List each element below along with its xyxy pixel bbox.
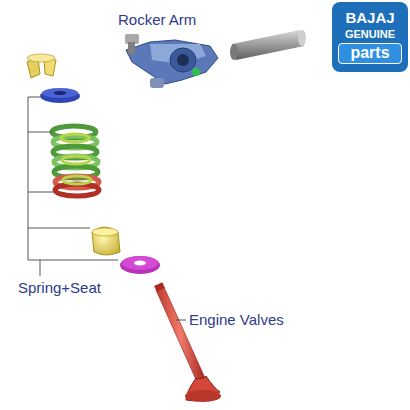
spring-retainer: [40, 88, 80, 103]
logo-badge: parts: [338, 43, 402, 65]
brand-logo: BAJAJGENUINE parts: [332, 2, 408, 72]
spring-seat-washer: [120, 256, 160, 274]
part-label: Spring+Seat: [18, 280, 101, 297]
engine-valve: [154, 282, 221, 402]
part-label: Rocker Arm: [118, 12, 196, 29]
rocker-shaft: [230, 30, 306, 60]
rocker-arm: [125, 34, 218, 88]
logo-text: BAJAJ: [332, 10, 408, 27]
logo-text: GENUINE: [332, 28, 408, 40]
part-label: Engine Valves: [189, 312, 284, 329]
valve-spring: [52, 126, 99, 196]
valve-stem-seal: [92, 227, 120, 255]
leader-line: [176, 320, 186, 321]
group-bracket: [28, 97, 118, 276]
valve-collets: [27, 54, 56, 78]
